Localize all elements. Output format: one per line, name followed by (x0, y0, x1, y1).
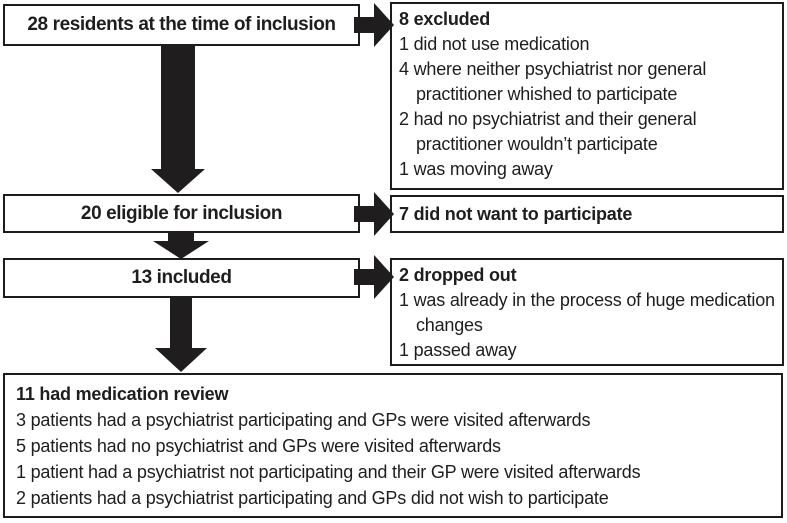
box-dropped-out: 2 dropped out 1 was already in the proce… (390, 258, 784, 366)
arrow-down-icon (155, 297, 207, 372)
box-excluded-item: 1 did not use medication (399, 34, 590, 54)
arrow-right-icon (354, 3, 394, 47)
box-included: 13 included (3, 258, 360, 298)
box-medication-review-item: 3 patients had a psychiatrist participat… (16, 410, 591, 430)
box-declined-header: 7 did not want to participate (399, 203, 633, 224)
box-excluded-item: 1 was moving away (399, 159, 553, 179)
box-medication-review-item: 2 patients had a psychiatrist participat… (16, 488, 609, 508)
box-eligible: 20 eligible for inclusion (3, 194, 360, 233)
box-medication-review-header: 11 had medication review (16, 384, 229, 404)
box-dropped-out-item: 1 passed away (399, 340, 517, 360)
arrow-down-icon (151, 45, 205, 193)
box-excluded: 8 excluded 1 did not use medication 4 wh… (390, 2, 784, 190)
box-declined: 7 did not want to participate (390, 195, 784, 233)
arrow-right-icon (354, 192, 394, 236)
box-residents: 28 residents at the time of inclusion (3, 4, 360, 46)
box-excluded-item: 4 where neither psychiatrist nor general… (399, 59, 707, 104)
arrow-right-icon (354, 255, 394, 299)
box-dropped-out-item: 1 was already in the process of huge med… (399, 290, 775, 335)
box-medication-review-item: 5 patients had no psychiatrist and GPs w… (16, 436, 501, 456)
box-dropped-out-header: 2 dropped out (399, 265, 517, 285)
box-excluded-header: 8 excluded (399, 9, 491, 29)
box-medication-review: 11 had medication review 3 patients had … (3, 373, 783, 518)
box-excluded-item: 2 had no psychiatrist and their general … (399, 109, 697, 154)
box-medication-review-item: 1 patient had a psychiatrist not partici… (16, 462, 641, 482)
arrow-down-icon (153, 232, 209, 259)
